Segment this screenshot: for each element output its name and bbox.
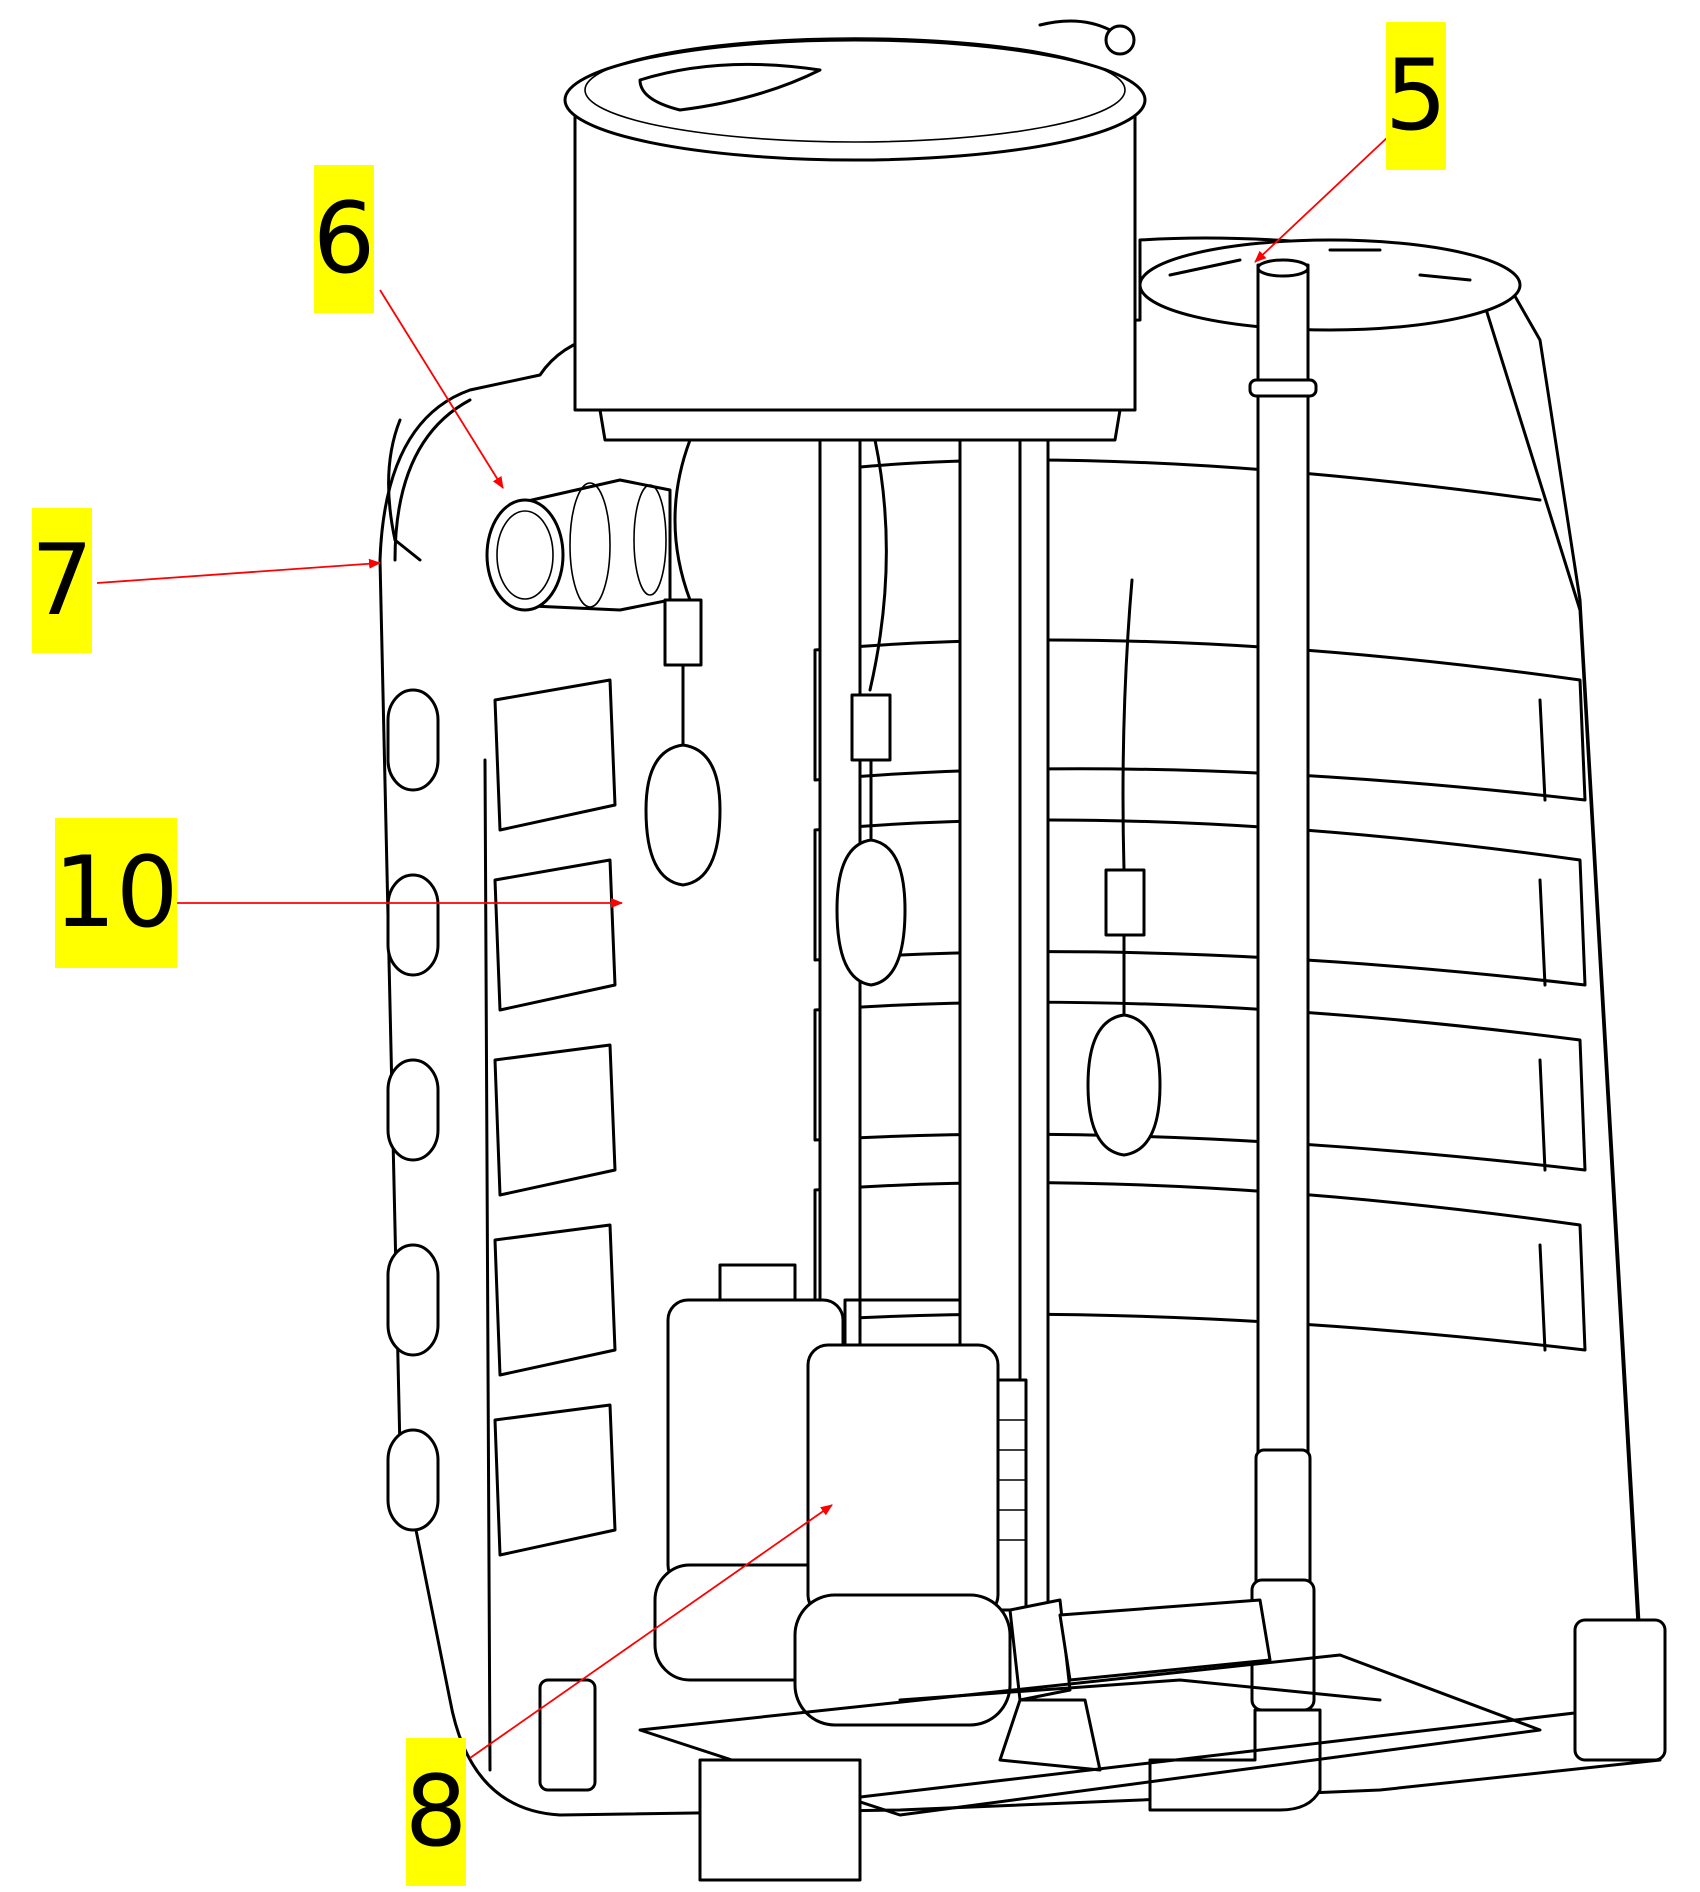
callout-7: 7 — [31, 508, 93, 653]
callout-8: 8 — [405, 1738, 467, 1886]
float-switches — [644, 438, 1162, 1157]
manifold-and-guide-stand — [898, 1598, 1382, 1772]
base-frame — [538, 1618, 1667, 1882]
leader-lines — [96, 134, 1391, 1759]
tank-left-inner-panels — [493, 678, 617, 1557]
pumps — [653, 1263, 1012, 1727]
riser-with-lid — [563, 19, 1147, 442]
callout-5: 5 — [1385, 22, 1447, 170]
tank-left-ribs — [386, 418, 440, 1532]
callout-6: 6 — [313, 165, 375, 313]
callout-10: 10 — [54, 818, 178, 968]
right-cover-and-vent-pipe — [1138, 238, 1522, 1812]
